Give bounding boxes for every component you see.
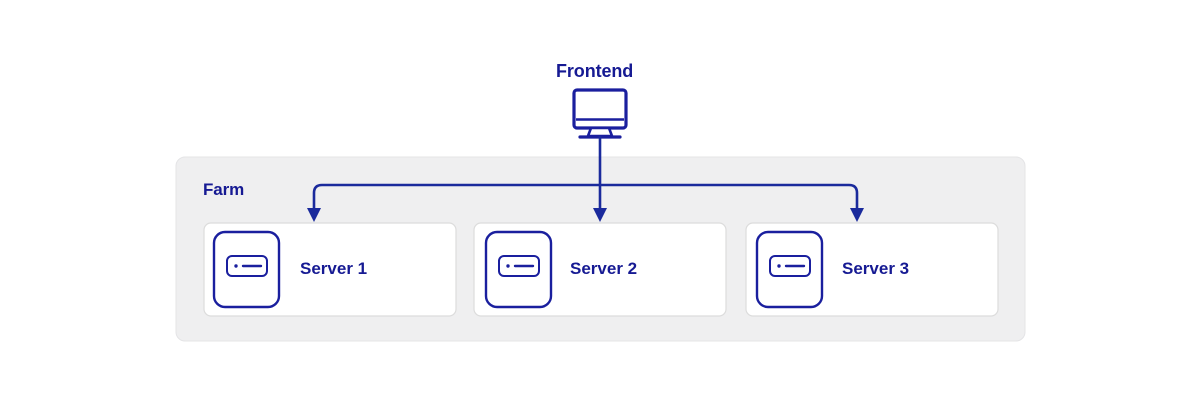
server-icon xyxy=(212,230,281,309)
connector-frontend-server1 xyxy=(307,183,602,222)
farm-group-label: Farm xyxy=(203,180,245,199)
connector-frontend-server3 xyxy=(598,183,864,222)
monitor-icon xyxy=(572,88,628,139)
server-3-label: Server 3 xyxy=(842,259,910,278)
frontend-node-label: Frontend xyxy=(556,61,634,81)
server-1-label: Server 1 xyxy=(300,259,368,278)
server-icon xyxy=(755,230,824,309)
server-2-label: Server 2 xyxy=(570,259,638,278)
connector-frontend-server2 xyxy=(593,136,607,222)
server-icon xyxy=(484,230,553,309)
